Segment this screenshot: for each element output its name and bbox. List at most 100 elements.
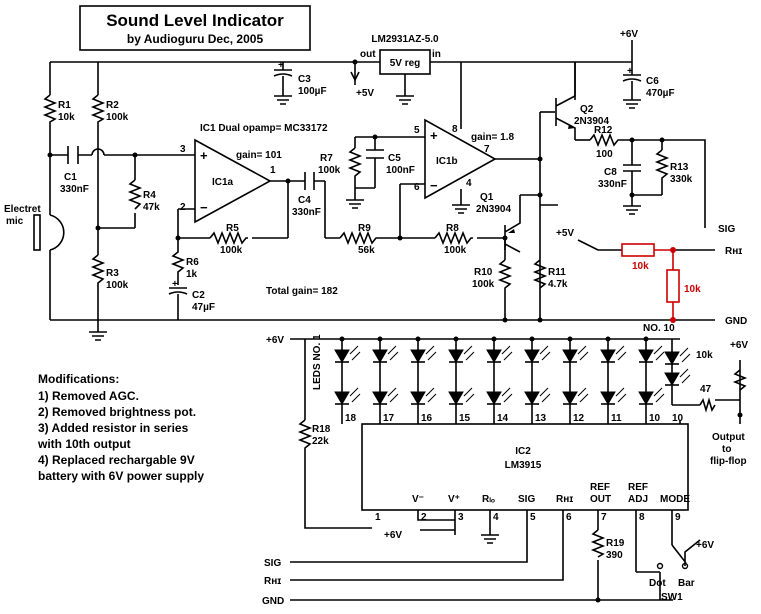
r5-ref: R5 [226,223,239,234]
sw-dot: Dot [649,578,666,589]
net-gnd-2: GND [262,596,284,607]
ic2-pin-number: 18 [345,413,357,424]
reg-out-label: out [360,49,376,60]
ic2-part: LM3915 [505,460,542,471]
switch-sw1 [671,539,701,566]
ic2-pin-number: 4 [493,512,499,523]
resistor-r8 [434,230,473,246]
ic2-pin-label: MODE [660,494,690,505]
mic-label-1: Electret [4,204,41,215]
led-icon [486,391,502,405]
ic1b-gain: gain= 1.8 [471,132,515,143]
c6-ref: C6 [646,76,659,87]
c8-val: 330nF [598,179,627,190]
resistor-added-d [699,397,716,413]
resistor-r2 [90,94,106,155]
c4-ref: C4 [298,195,311,206]
added-r-d-val: 47 [700,384,712,395]
ground-symbol [623,205,641,215]
c3-ref: C3 [298,74,311,85]
ic2-signal-wires [290,510,673,601]
led-column: 16 [410,336,437,424]
resistor-r7 [347,147,363,200]
mic-label-2: mic [6,216,24,227]
led-column: 11 [600,336,627,424]
led-icon [664,372,680,386]
c1-ref: C1 [64,172,77,183]
r11-ref: R11 [548,267,566,278]
added-r-b-val: 10k [684,284,701,295]
opamp-ic1a [194,138,272,224]
led-icon [410,349,426,363]
capacitor-c1 [67,146,79,164]
ic2-pin-number: 14 [497,413,509,424]
r3-val: 100k [106,280,129,291]
ic2-pin-number: 16 [421,413,433,424]
r19-val: 390 [606,550,623,561]
mod-item: 2) Removed brightness pot. [38,405,196,419]
ic1a-feedback [177,180,305,239]
ic2-pin-number: 2 [421,512,427,523]
r7-c5-wires [354,137,376,189]
ground-symbol [346,199,364,209]
r12-ref: R12 [594,125,613,136]
sw-bar: Bar [678,578,695,589]
mod-item: 4) Replaced rechargable 9V [38,453,195,467]
rail-5v: +5V [356,88,374,99]
q1-val: 2N3904 [476,204,511,215]
r12-val: 100 [596,149,613,160]
ic2-pin-label: SIG [518,494,535,505]
output-label-3: flip-flop [710,456,747,467]
r13-ref: R13 [670,162,689,173]
ic2-pin-number: 9 [675,512,681,523]
junction-dot [352,59,358,65]
c1-val: 330nF [60,184,89,195]
rail-6v-leds: +6V [266,335,284,346]
svg-text:4: 4 [466,178,472,189]
regulator-label: 5V reg [390,58,421,69]
ic2-pin-number: 17 [383,413,395,424]
c3-val: 100µF [298,86,327,97]
r8-val: 100k [444,245,467,256]
wires-top [49,40,633,122]
ic2-pin-label: OUT [590,494,611,505]
svg-text:−: − [200,200,208,215]
ic1b-wires [355,136,505,239]
ic2-pin-label: Rₗₒ [482,494,495,505]
q2-val: 2N3904 [574,116,609,127]
r19-ref: R19 [606,538,625,549]
resistor-added-b [666,269,680,303]
ic2-pin-label: V⁻ [412,494,424,505]
led-no10: NO. 10 [643,323,675,334]
bias-wires [97,155,136,229]
q2-ref: Q2 [580,104,594,115]
led-icon [664,351,680,365]
led-column: 10 [638,336,665,424]
led-icon [638,391,654,405]
led-icon [562,391,578,405]
ground-symbol [396,95,414,105]
svg-text:3: 3 [180,144,186,155]
capacitor-c6 [622,74,642,109]
led-icon [600,349,616,363]
resistor-r12 [589,132,706,228]
led-icon [334,349,350,363]
ic1b-label: IC1b [436,156,458,167]
led-icon [334,391,350,405]
r4-val: 47k [143,202,160,213]
r7-ref: R7 [320,153,333,164]
svg-text:7: 7 [484,144,490,155]
svg-text:8: 8 [452,124,458,135]
rail-6v-sw: +6V [696,540,714,551]
led-icon [562,349,578,363]
r18-val: 22k [312,436,329,447]
resistor-r4 [127,179,143,210]
led-column-10: 10 [664,339,691,424]
resistor-r9 [339,230,400,246]
rail-6v-right: +6V [730,340,748,351]
ic1a-gain: gain= 101 [236,150,282,161]
led-icon [448,391,464,405]
ic2-box [361,423,689,511]
